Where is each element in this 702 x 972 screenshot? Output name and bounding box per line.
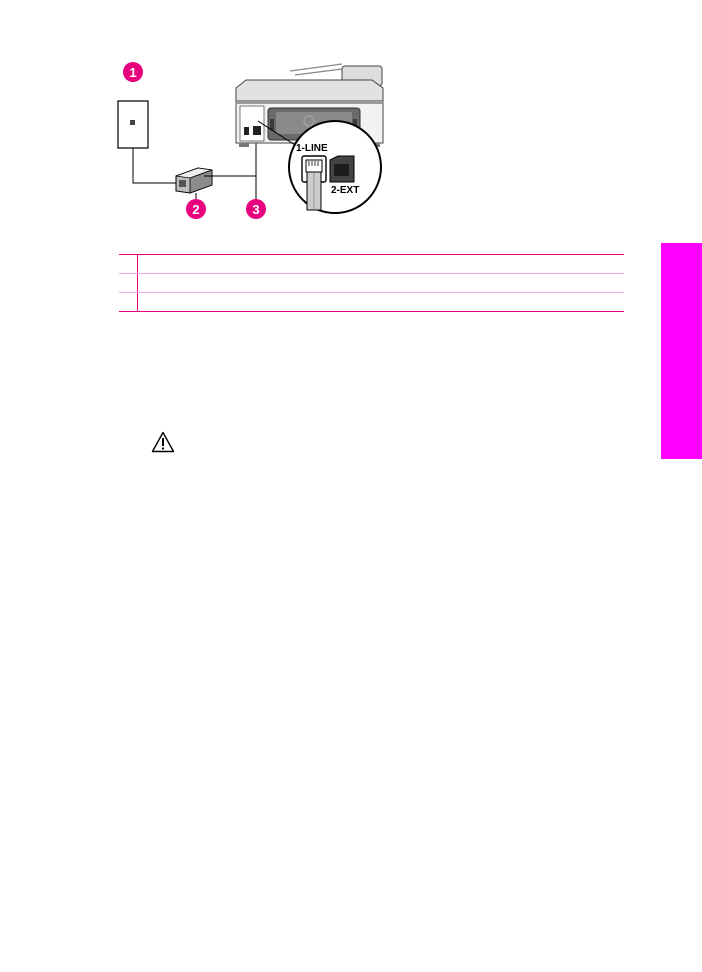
dsl-filter — [175, 167, 213, 194]
wall-jack — [117, 100, 149, 149]
callout-badge-3: 3 — [246, 176, 266, 219]
callout-row — [119, 254, 624, 273]
svg-text:3: 3 — [252, 202, 259, 217]
callout-number-cell — [119, 255, 138, 273]
callout-row — [119, 273, 624, 292]
port-magnifier: 1-LINE 2-EXT — [288, 120, 382, 214]
callout-table — [119, 254, 624, 312]
svg-text:1: 1 — [129, 65, 136, 80]
callout-badge-1: 1 — [123, 62, 143, 82]
fax-connection-diagram: 1-LINE 2-EXT 1 2 3 — [117, 62, 384, 219]
port-label-2-ext: 2-EXT — [331, 185, 359, 196]
callout-number-cell — [119, 293, 138, 311]
svg-text:2: 2 — [192, 202, 199, 217]
port-label-1-line: 1-LINE — [296, 143, 328, 154]
callout-number-cell — [119, 274, 138, 292]
caution-icon — [151, 431, 175, 453]
callout-row — [119, 292, 624, 312]
callout-badge-2: 2 — [186, 193, 206, 219]
chapter-side-tab — [661, 243, 702, 459]
